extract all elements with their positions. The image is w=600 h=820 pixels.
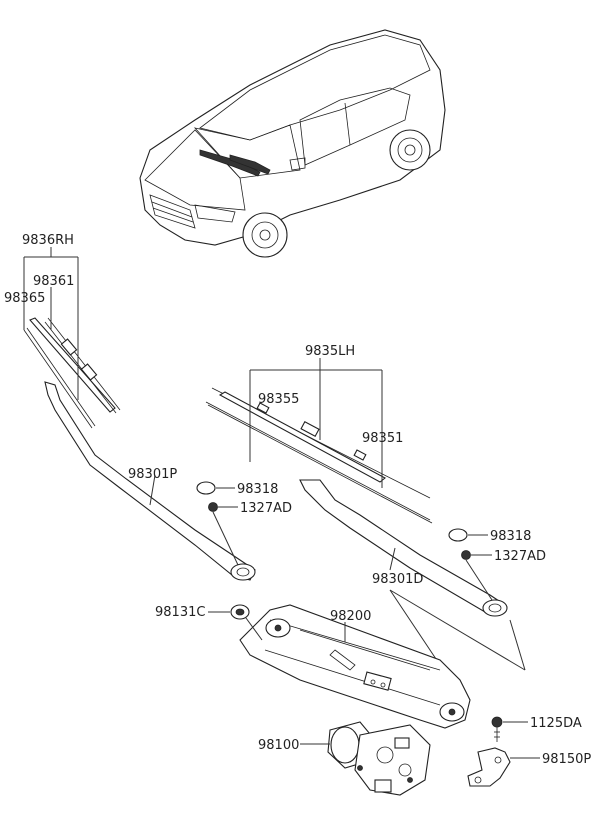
car-illustration xyxy=(139,29,446,258)
grommet-98131c xyxy=(230,604,250,620)
wiper-linkage xyxy=(239,604,471,729)
label-98365: 98365 xyxy=(4,291,45,306)
bolt-1125da xyxy=(491,716,503,742)
lh-wiper-blade xyxy=(205,387,433,524)
cap-98318-a xyxy=(196,481,216,495)
label-98351: 98351 xyxy=(362,431,403,446)
label-98318-a: 98318 xyxy=(237,482,278,497)
lh-callout-lines xyxy=(249,358,383,488)
nut-1327ad-b xyxy=(461,550,471,560)
leader-1327ad-b xyxy=(465,559,493,601)
guide-line-1 xyxy=(389,589,526,671)
label-98100: 98100 xyxy=(258,738,299,753)
leader-98131c xyxy=(245,617,263,641)
label-98361: 98361 xyxy=(33,274,74,289)
lh-wiper-arm xyxy=(299,479,508,617)
rh-wiper-blade xyxy=(23,317,121,429)
cap-98318-b xyxy=(448,528,468,542)
bracket-98150p xyxy=(467,747,511,787)
callout-98301p xyxy=(149,474,156,506)
label-98301d: 98301D xyxy=(372,572,423,587)
label-9835lh: 9835LH xyxy=(305,344,355,359)
label-98318-b: 98318 xyxy=(490,529,531,544)
wiper-motor xyxy=(327,721,431,796)
label-98150p: 98150P xyxy=(542,752,591,767)
guide-line-2 xyxy=(389,589,441,666)
rh-wiper-arm xyxy=(44,381,256,581)
label-98301p: 98301P xyxy=(128,467,177,482)
label-98200: 98200 xyxy=(330,609,371,624)
label-1125da: 1125DA xyxy=(530,716,582,731)
label-1327ad-a: 1327AD xyxy=(240,501,292,516)
label-1327ad-b: 1327AD xyxy=(494,549,546,564)
rh-callout-lines xyxy=(23,247,79,400)
guide-line-3 xyxy=(509,619,526,671)
leader-1327ad-a xyxy=(212,511,239,566)
nut-1327ad-a xyxy=(208,502,218,512)
callout-98301d xyxy=(389,547,396,571)
label-98131c: 98131C xyxy=(155,605,205,620)
label-98355: 98355 xyxy=(258,392,299,407)
label-9836rh: 9836RH xyxy=(22,233,74,248)
